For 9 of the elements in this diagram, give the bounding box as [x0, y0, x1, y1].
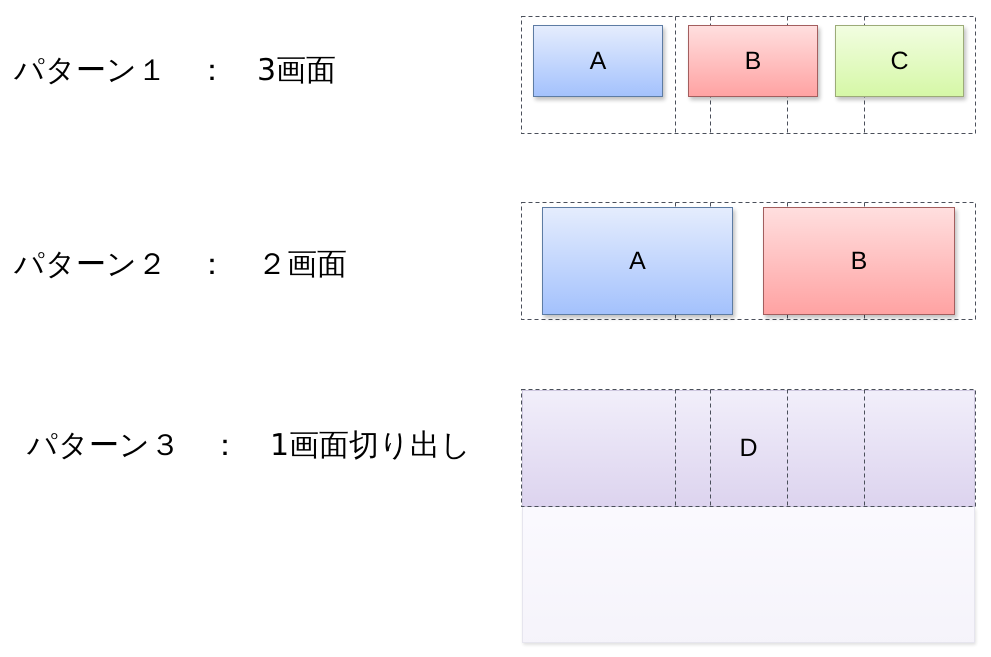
screen-box: A — [533, 25, 663, 97]
screen-band: D — [522, 390, 975, 507]
pattern-label: パターン２ ： ２画面 — [14, 247, 347, 283]
screen-box: A — [542, 207, 733, 315]
screen-box: B — [688, 25, 818, 97]
pattern-label: パターン１ ： 3画面 — [14, 53, 336, 89]
screen-box: B — [763, 207, 955, 315]
pattern-label: パターン３ ： 1画面切り出し — [27, 428, 472, 464]
screen-box: C — [835, 25, 964, 97]
